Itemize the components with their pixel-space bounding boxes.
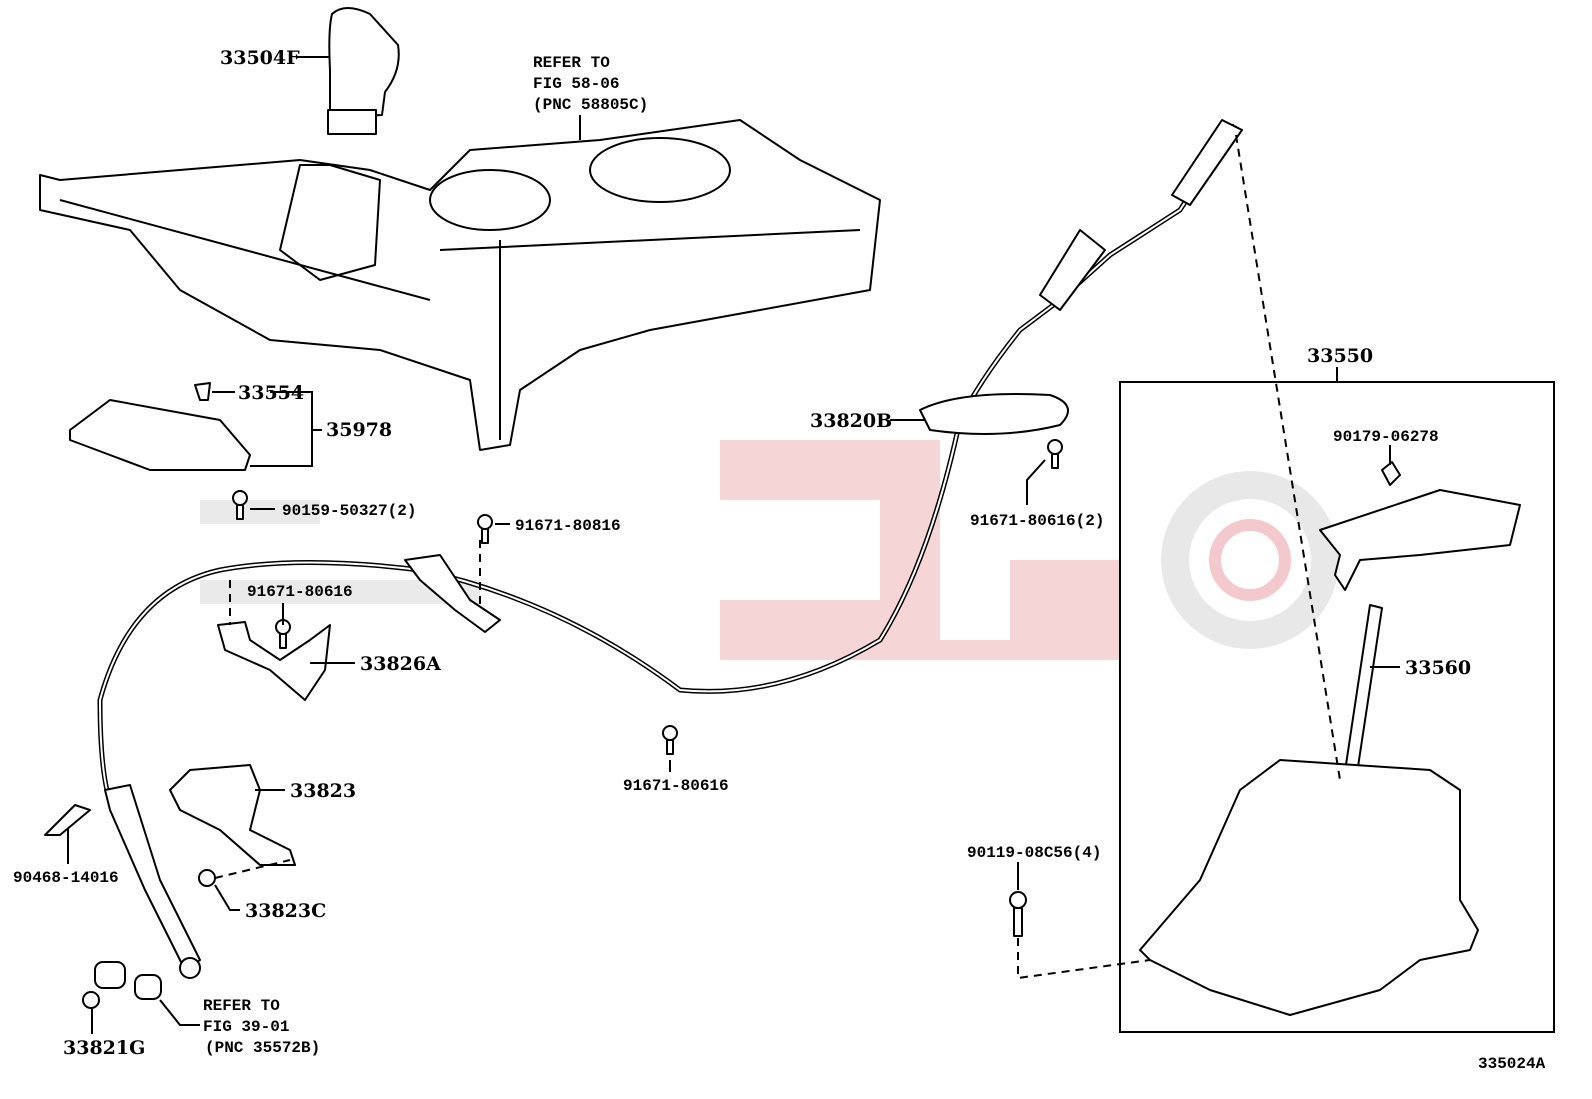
label-90119-08c56: 90119-08C56(4) xyxy=(967,844,1101,862)
label-33823: 33823 xyxy=(290,780,356,802)
label-33821g: 33821G xyxy=(63,1037,145,1059)
reference-note-fig-39-01: REFER TO FIG 39-01 (PNC 35572B) xyxy=(203,997,320,1057)
ref-line-1: REFER TO xyxy=(533,54,610,72)
label-33560: 33560 xyxy=(1405,657,1471,679)
retainer-90179-drawing xyxy=(1381,461,1401,486)
label-91671-80816: 91671-80816 xyxy=(515,517,621,535)
label-91671-80616-a: 91671-80616 xyxy=(247,583,353,601)
label-90179-06278: 90179-06278 xyxy=(1333,428,1439,446)
plate-33820b-drawing xyxy=(919,393,1069,435)
bolts xyxy=(198,439,1063,937)
bracket-33823-drawing xyxy=(169,764,296,866)
console-drawing xyxy=(39,119,881,451)
ref-line-2: FIG 58-06 xyxy=(533,75,619,93)
label-33554: 33554 xyxy=(238,382,304,404)
bracket-33826a-drawing xyxy=(217,621,331,701)
watermark-logo xyxy=(200,440,1339,660)
indicator-housing-drawing xyxy=(1319,489,1521,591)
module-drawing xyxy=(69,382,251,471)
label-90159-50327: 90159-50327(2) xyxy=(282,502,416,520)
label-33820b: 33820B xyxy=(810,410,892,432)
label-33504f: 33504F xyxy=(220,47,300,69)
bushing-drawing xyxy=(82,961,162,1009)
label-33550: 33550 xyxy=(1307,345,1373,367)
reference-note-fig-58-06: REFER TO FIG 58-06 (PNC 58805C) xyxy=(533,54,648,114)
dashed-connectors xyxy=(214,134,1341,980)
ref-line-1: REFER TO xyxy=(203,997,280,1015)
ref-line-3: (PNC 35572B) xyxy=(205,1039,320,1057)
label-91671-80616-b: 91671-80616 xyxy=(623,777,729,795)
bracket-upper-drawing xyxy=(404,554,501,633)
label-91671-80616-2: 91671-80616(2) xyxy=(970,512,1104,530)
ref-line-3: (PNC 58805C) xyxy=(533,96,648,114)
figure-code: 335024A xyxy=(1478,1055,1546,1073)
shift-lever-drawing xyxy=(1343,604,1383,781)
cable-end-drawing xyxy=(104,119,1243,979)
clip-90468-drawing xyxy=(44,804,91,836)
shift-knob-drawing xyxy=(327,7,400,135)
leader-lines xyxy=(67,56,1400,1034)
label-33826a: 33826A xyxy=(360,653,441,675)
label-35978: 35978 xyxy=(326,419,392,441)
label-33823c: 33823C xyxy=(245,900,326,922)
shifter-assembly-drawing xyxy=(1139,759,1479,1016)
label-90468-14016: 90468-14016 xyxy=(13,869,119,887)
ref-line-2: FIG 39-01 xyxy=(203,1018,289,1036)
